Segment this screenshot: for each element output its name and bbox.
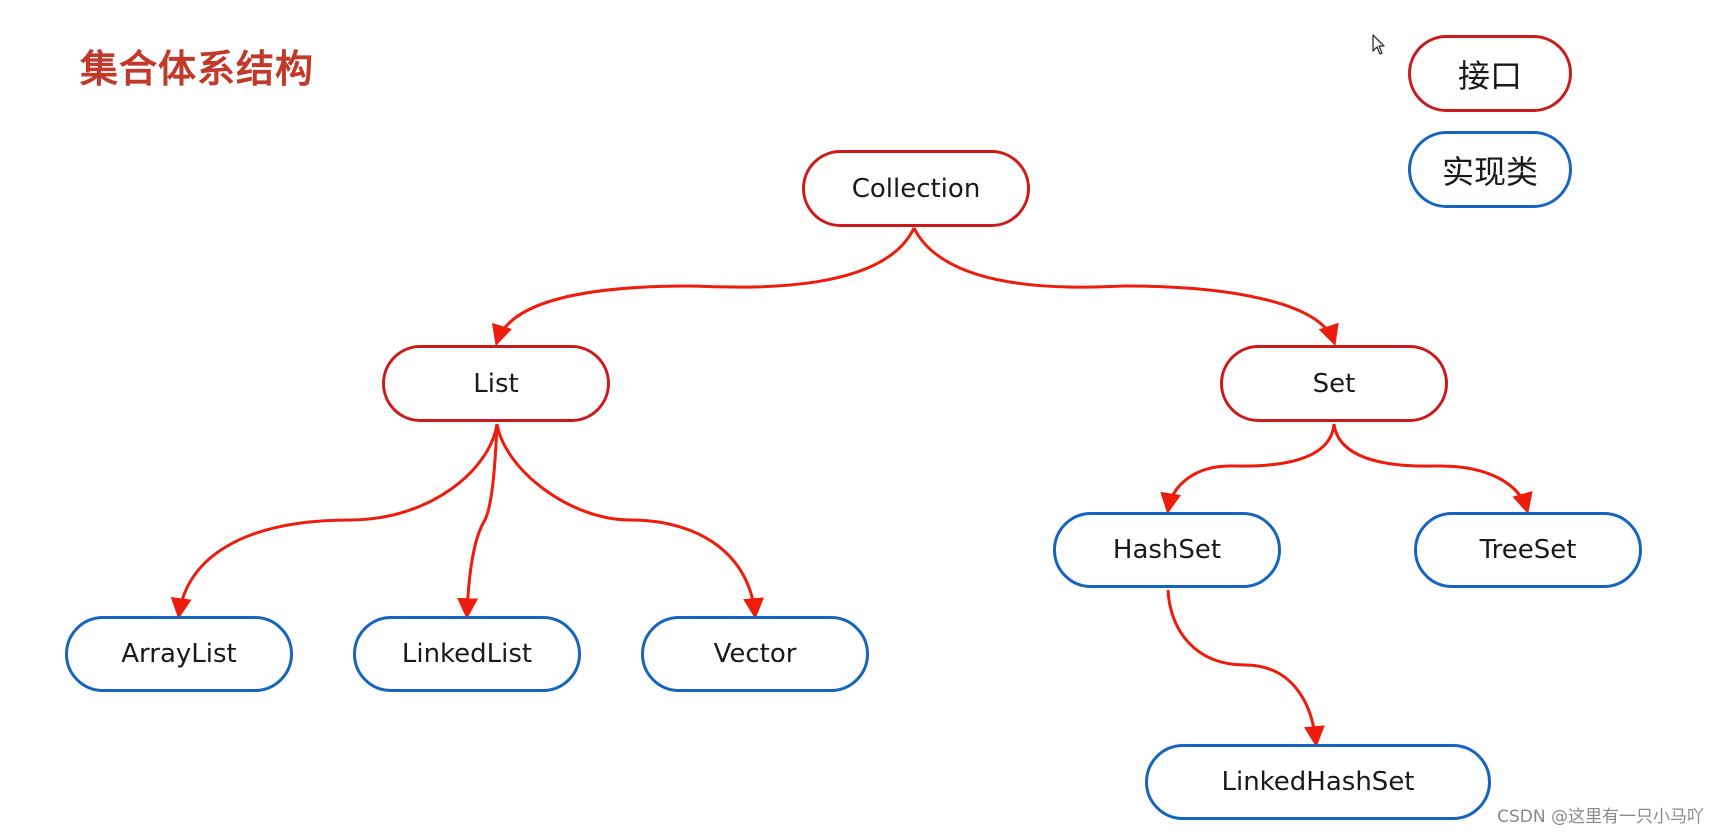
node-treeset: TreeSet: [1414, 512, 1642, 588]
edge-collection-list: [491, 227, 916, 347]
node-hashset-label: HashSet: [1112, 535, 1222, 565]
edge-set-hashset: [1160, 423, 1336, 515]
node-treeset-label: TreeSet: [1479, 535, 1577, 565]
node-collection: Collection: [802, 150, 1030, 227]
legend-impl-label: 实现类: [1441, 152, 1538, 191]
node-set-label: Set: [1312, 368, 1356, 399]
mouse-pointer-icon: [1372, 34, 1385, 55]
edge-list-vector: [495, 423, 765, 620]
node-list: List: [382, 345, 610, 422]
diagram-title: 集合体系结构: [80, 47, 315, 91]
legend-impl: 实现类: [1408, 131, 1572, 208]
node-arraylist-label: ArrayList: [121, 639, 237, 669]
edge-list-arraylist: [170, 423, 499, 620]
legend-interface-label: 接口: [1457, 56, 1522, 95]
watermark: CSDN @这里有一只小马吖: [1497, 807, 1704, 827]
legend-interface: 接口: [1408, 35, 1572, 112]
node-linkedhashset: LinkedHashSet: [1145, 744, 1491, 820]
node-vector-label: Vector: [713, 639, 797, 669]
node-arraylist: ArrayList: [65, 616, 293, 692]
node-list-label: List: [473, 368, 519, 399]
node-vector: Vector: [641, 616, 869, 692]
edge-collection-set: [912, 227, 1339, 346]
node-linkedlist-label: LinkedList: [401, 639, 533, 669]
node-hashset: HashSet: [1053, 512, 1281, 588]
edge-set-treeset: [1332, 423, 1533, 515]
node-linkedhashset-label: LinkedHashSet: [1221, 767, 1415, 797]
edge-list-linkedlist: [457, 423, 499, 620]
edge-hashset-linkedhashset: [1166, 589, 1325, 748]
node-linkedlist: LinkedList: [353, 616, 581, 692]
node-collection-label: Collection: [851, 173, 981, 204]
node-set: Set: [1220, 345, 1448, 422]
